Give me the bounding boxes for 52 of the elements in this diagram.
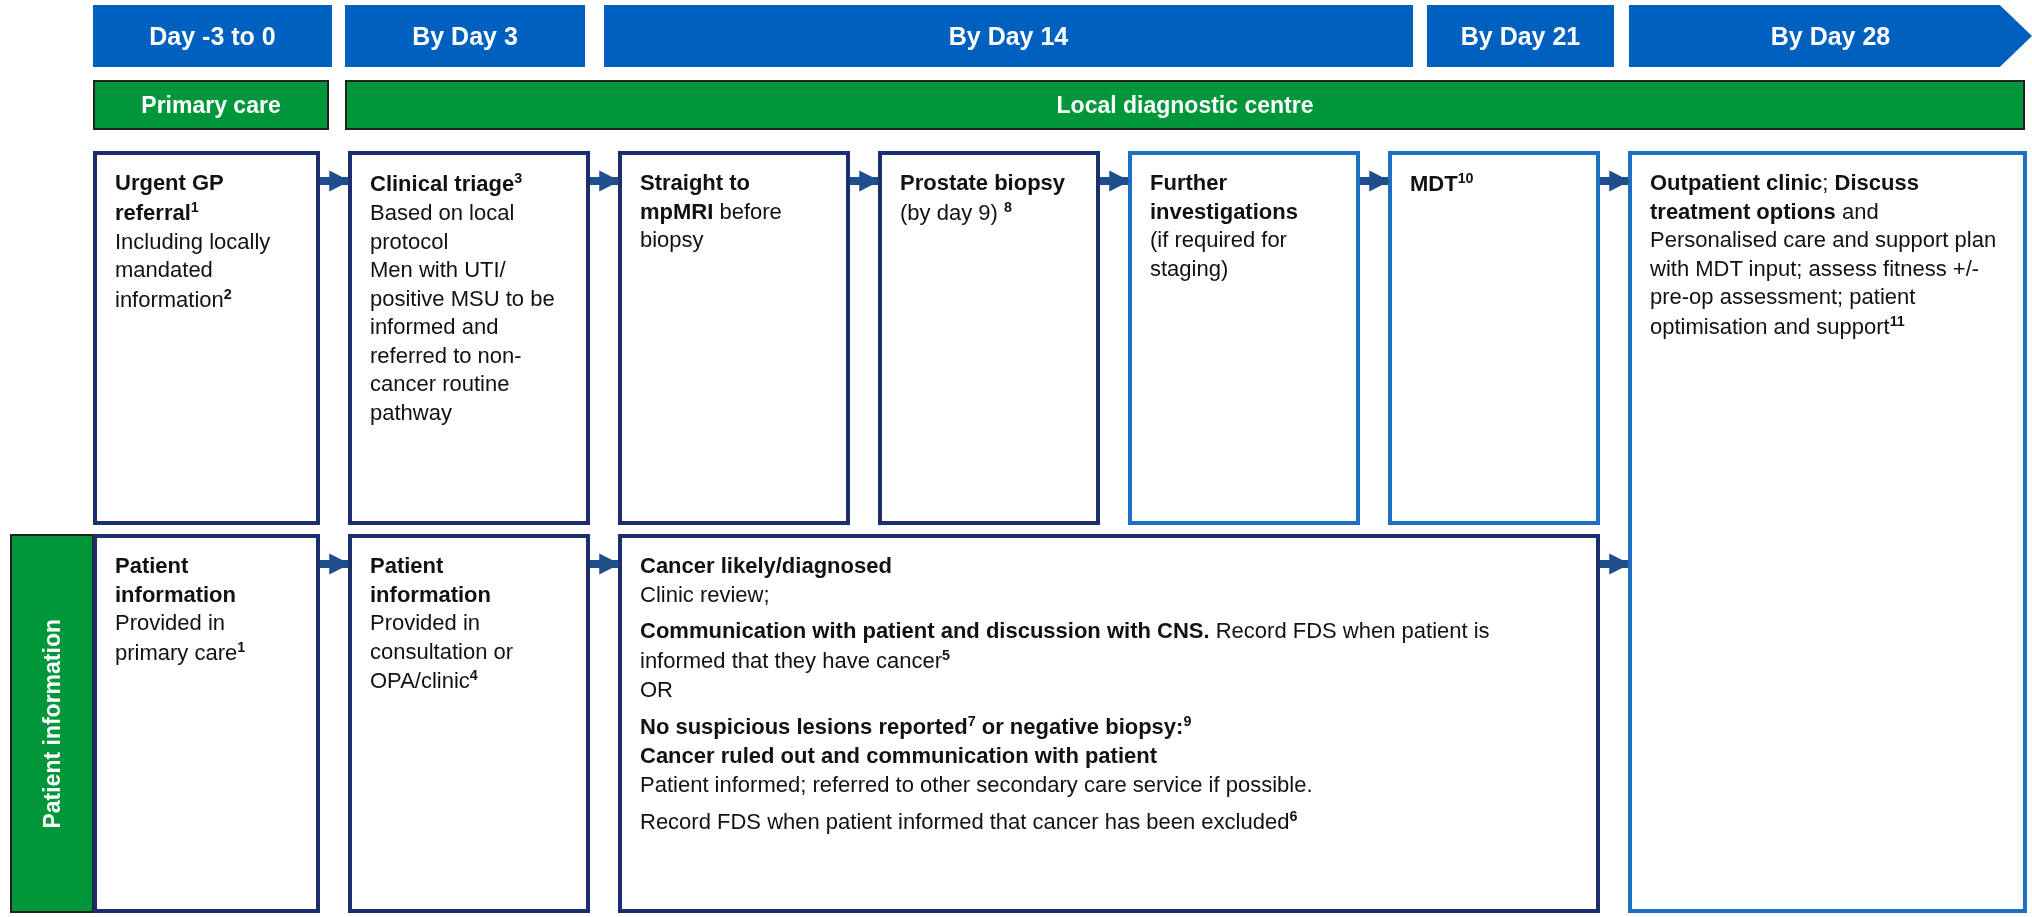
timeline-header: By Day 28 xyxy=(1629,5,2032,67)
arrow xyxy=(590,553,621,575)
process-box xyxy=(348,151,590,525)
box-text: (if required for staging) xyxy=(1150,226,1288,283)
arrow xyxy=(1100,170,1131,192)
box-text: Based on local protocol xyxy=(370,198,516,256)
box-heading: Further investigations xyxy=(1150,169,1299,226)
lane-label xyxy=(10,534,94,913)
process-box xyxy=(1628,151,2027,913)
box-text: Men with UTI/ positive MSU to be informed and referred to non-cancer routine pathway xyxy=(370,256,556,428)
process-box xyxy=(1128,151,1360,525)
box-text: Outpatient clinic; Discuss treatment options and Personalised care and support plan with MDT input; assess fitness +/- pre-op assessment; patient optimisation and support$^{11}$ xyxy=(1650,169,1998,342)
process-box xyxy=(618,534,1600,913)
box-text: No suspicious lesions reported$^{7}$ or negative biopsy:$^{9}$ xyxy=(640,712,1193,742)
box-text: Record FDS when patient informed that cancer has been excluded$^{6}$ xyxy=(640,807,1299,837)
box-heading: Cancer likely/diagnosed xyxy=(640,552,893,580)
box-heading: Patient information xyxy=(115,552,237,609)
arrow xyxy=(1600,553,1631,575)
setting-band: Local diagnostic centre xyxy=(345,80,2025,130)
box-text: Including locally mandated information$^{2}$ xyxy=(115,227,272,315)
timeline-header: By Day 21 xyxy=(1427,5,1614,67)
arrow xyxy=(1360,170,1391,192)
arrow xyxy=(850,170,881,192)
box-heading: Urgent GP referral$^{1}$ xyxy=(115,169,225,227)
process-box xyxy=(878,151,1100,525)
box-heading: Prostate biopsy xyxy=(900,169,1067,197)
process-box xyxy=(1388,151,1600,525)
arrow xyxy=(590,170,621,192)
process-box xyxy=(348,534,590,913)
arrow xyxy=(320,553,351,575)
arrow xyxy=(1600,170,1631,192)
lane-title: Patient information xyxy=(38,618,66,829)
process-box xyxy=(93,534,320,913)
box-text: Patient informed; referred to other secondary care service if possible. xyxy=(640,770,1314,799)
timeline-header: By Day 14 xyxy=(604,5,1413,67)
process-box xyxy=(618,151,850,525)
box-text: Straight to mpMRI before biopsy xyxy=(640,169,783,255)
timeline-header: By Day 3 xyxy=(345,5,585,67)
arrow xyxy=(320,170,351,192)
box-heading: MDT$^{10}$ xyxy=(1410,169,1475,199)
box-text: Communication with patient and discussion with CNS. Record FDS when patient is informed that they have cancer$^{5}$ xyxy=(640,617,1491,676)
setting-band: Primary care xyxy=(93,80,329,130)
box-text: Provided in primary care$^{1}$ xyxy=(115,609,247,668)
box-heading: Clinical triage$^{3}$ xyxy=(370,169,524,199)
timeline-header: Day -3 to 0 xyxy=(93,5,332,67)
box-text: Clinic review; xyxy=(640,580,771,609)
box-text: Provided in consultation or OPA/clinic$^{4}$ xyxy=(370,609,515,696)
box-text: Cancer ruled out and communication with patient xyxy=(640,742,1159,771)
box-heading: Patient information xyxy=(370,552,492,609)
box-text: OR xyxy=(640,675,674,704)
process-box xyxy=(93,151,320,525)
box-text: (by day 9) $^{8}$ xyxy=(900,197,1013,227)
